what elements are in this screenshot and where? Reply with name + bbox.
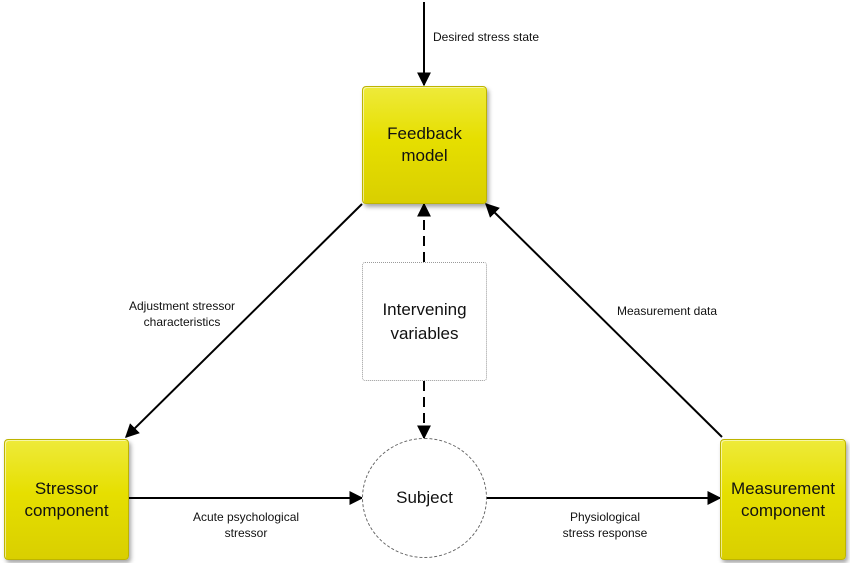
- measurement-data-label: Measurement data: [616, 304, 718, 318]
- stressor-component-label: Stressor component: [24, 478, 109, 520]
- intervening-variables-box: Intervening variables: [362, 262, 487, 381]
- measurement-component-label: Measurement component: [731, 478, 835, 520]
- measurement-component-box: Measurement component: [720, 439, 846, 560]
- desired-stress-state-label: Desired stress state: [433, 30, 540, 44]
- stressor-component-box: Stressor component: [4, 439, 129, 560]
- acute-stressor-label: Acute psychological stressor: [192, 510, 300, 540]
- feedback-model-label: Feedback model: [387, 124, 462, 165]
- physiological-response-label: Physiological stress response: [562, 510, 648, 540]
- adjustment-label: Adjustment stressor characteristics: [128, 299, 236, 329]
- adjustment-arrow: [125, 203, 363, 438]
- feedback-model-box: Feedback model: [362, 86, 487, 204]
- intervening-variables-label: Intervening variables: [382, 299, 467, 343]
- measurement-data-arrow: [485, 203, 723, 438]
- subject-circle: Subject: [362, 438, 487, 558]
- subject-label: Subject: [396, 488, 453, 507]
